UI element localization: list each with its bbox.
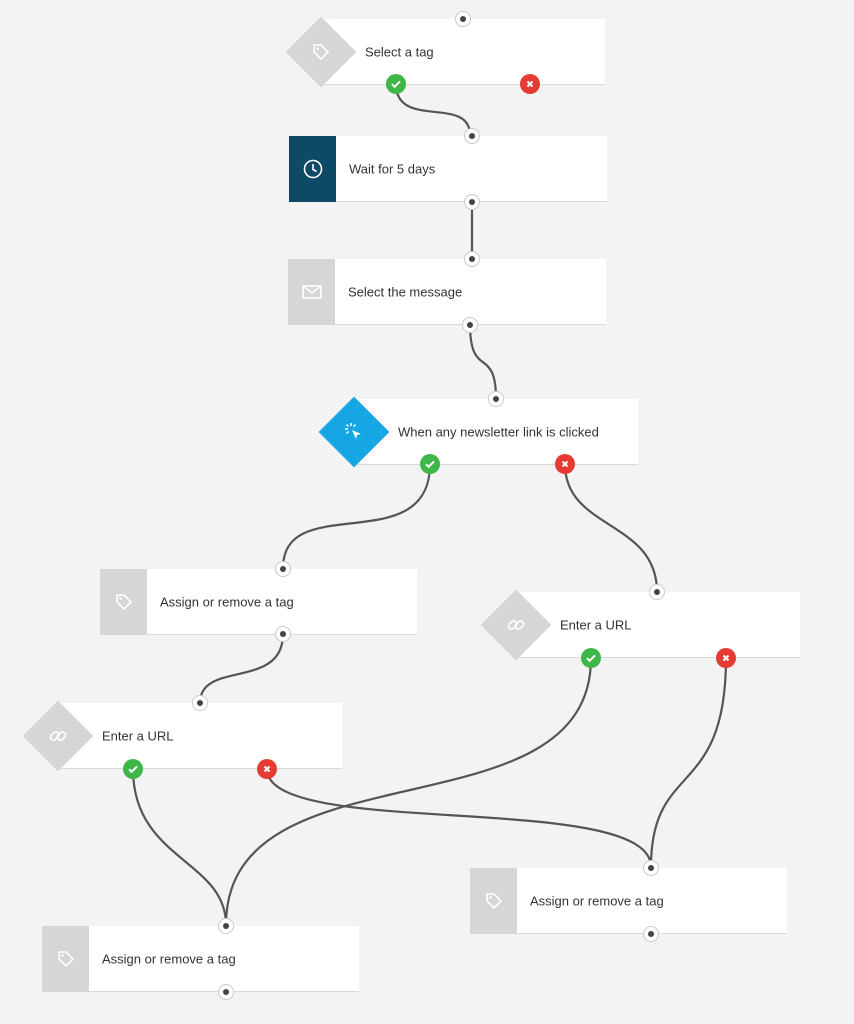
input-port[interactable] [275, 561, 291, 577]
input-port[interactable] [649, 584, 665, 600]
no-branch-badge[interactable] [257, 759, 277, 779]
output-port[interactable] [464, 194, 480, 210]
node-icon-bg [289, 136, 336, 202]
edge-assign-tag-1-to-enter-url-left [198, 633, 285, 704]
edge-select-message-to-link-clicked [468, 323, 498, 400]
edge-enter-url-left-no-to-assign-tag-right [265, 768, 653, 868]
yes-branch-badge[interactable] [123, 759, 143, 779]
yes-branch-badge[interactable] [420, 454, 440, 474]
output-port[interactable] [218, 984, 234, 1000]
tag-icon [115, 594, 132, 611]
edge-enter-url-right-no-to-assign-tag-right [649, 657, 728, 868]
node-icon-bg [470, 868, 517, 934]
node-label-link-clicked: When any newsletter link is clicked [398, 424, 599, 439]
output-port[interactable] [275, 626, 291, 642]
cursor-click-icon [345, 423, 361, 439]
node-label-enter-url-left: Enter a URL [102, 728, 174, 743]
node-icon-bg [288, 259, 335, 325]
input-port[interactable] [643, 860, 659, 876]
node-select-message[interactable]: Select the message [288, 259, 606, 325]
input-port[interactable] [464, 251, 480, 267]
edge-enter-url-left-yes-to-assign-tag-bottom [131, 768, 228, 926]
tag-icon [57, 951, 74, 968]
node-icon-bg [22, 700, 94, 772]
node-assign-tag-1[interactable]: Assign or remove a tag [100, 569, 417, 635]
node-icon-bg [100, 569, 147, 635]
yes-branch-badge[interactable] [581, 648, 601, 668]
node-label-assign-tag-1: Assign or remove a tag [160, 594, 294, 609]
output-port[interactable] [643, 926, 659, 942]
node-wait[interactable]: Wait for 5 days [289, 136, 607, 202]
close-icon [526, 80, 534, 88]
close-icon [263, 765, 271, 773]
link-icon [49, 731, 67, 741]
link-icon [507, 620, 525, 630]
node-icon-bg [285, 16, 357, 88]
input-port[interactable] [464, 128, 480, 144]
close-icon [722, 654, 730, 662]
check-icon [586, 654, 596, 663]
input-port[interactable] [455, 11, 471, 27]
check-icon [425, 460, 435, 469]
node-enter-url-left[interactable]: Enter a URL [22, 700, 342, 772]
input-port[interactable] [192, 695, 208, 711]
node-link-clicked[interactable]: When any newsletter link is clicked [318, 396, 638, 468]
node-icon-bg [480, 589, 552, 661]
check-icon [128, 765, 138, 774]
node-enter-url-right[interactable]: Enter a URL [480, 589, 800, 661]
node-select-tag[interactable]: Select a tag [285, 16, 605, 88]
node-assign-tag-right[interactable]: Assign or remove a tag [470, 868, 787, 934]
node-label-wait: Wait for 5 days [349, 161, 436, 176]
no-branch-badge[interactable] [520, 74, 540, 94]
node-label-assign-tag-right: Assign or remove a tag [530, 893, 664, 908]
edge-link-clicked-yes-to-assign-tag-1 [281, 463, 432, 569]
edge-select-tag-yes-to-wait [394, 83, 472, 136]
close-icon [561, 460, 569, 468]
node-label-select-tag: Select a tag [365, 44, 434, 59]
clock-icon [303, 159, 322, 179]
node-label-select-message: Select the message [348, 284, 463, 299]
node-assign-tag-bottom[interactable]: Assign or remove a tag [42, 926, 359, 992]
output-port[interactable] [462, 317, 478, 333]
tag-icon [485, 893, 502, 910]
edge-link-clicked-no-to-enter-url-right [563, 463, 659, 593]
input-port[interactable] [488, 391, 504, 407]
no-branch-badge[interactable] [716, 648, 736, 668]
yes-branch-badge[interactable] [386, 74, 406, 94]
envelope-icon [301, 285, 322, 299]
no-branch-badge[interactable] [555, 454, 575, 474]
node-label-enter-url-right: Enter a URL [560, 617, 632, 632]
node-icon-bg [318, 396, 390, 468]
edge-enter-url-right-yes-to-assign-tag-bottom [224, 657, 593, 926]
node-icon-bg [42, 926, 89, 992]
node-label-assign-tag-bottom: Assign or remove a tag [102, 951, 236, 966]
tag-icon [313, 44, 330, 61]
input-port[interactable] [218, 918, 234, 934]
check-icon [391, 80, 401, 89]
